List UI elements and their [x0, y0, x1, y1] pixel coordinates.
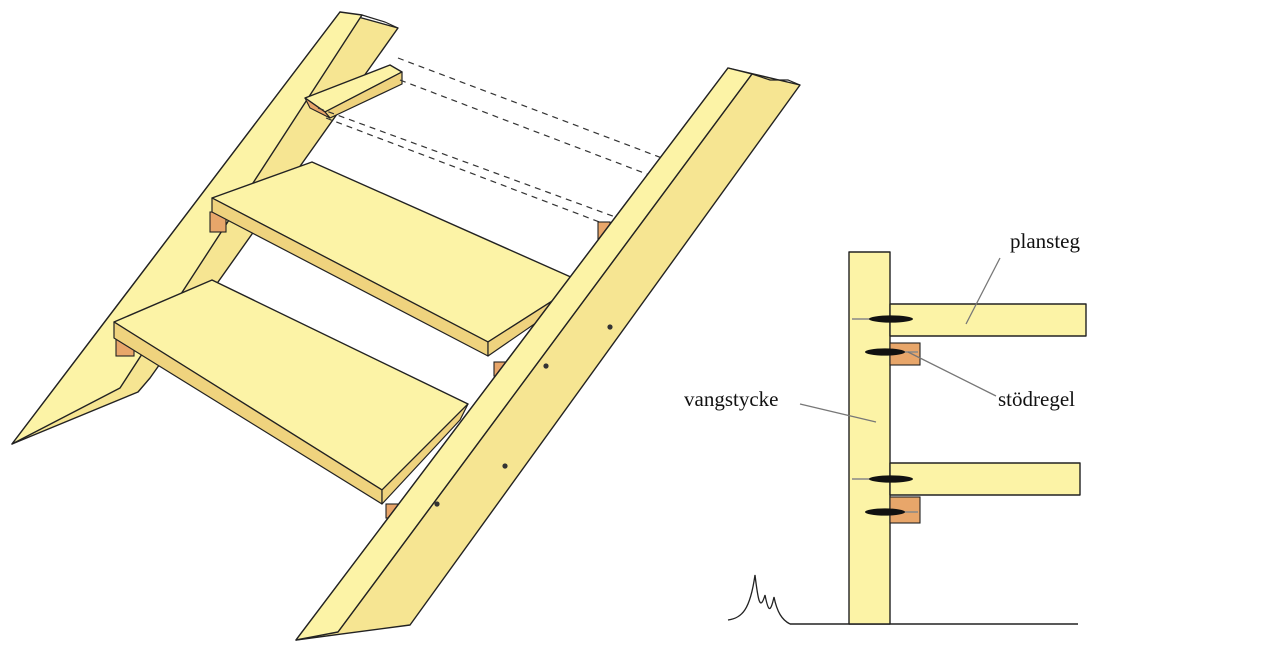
label-tread: plansteg — [1010, 229, 1080, 253]
grass-icon — [727, 574, 791, 625]
ghost-step-lines — [317, 57, 663, 227]
label-support-batten: stödregel — [998, 387, 1075, 411]
stair-3d-view — [11, 11, 801, 641]
label-stringer: vangstycke — [684, 387, 778, 411]
upper-tread-section — [889, 303, 1087, 337]
leader-tread — [965, 257, 1001, 325]
screw-icon — [865, 348, 905, 356]
right-stringer — [295, 67, 801, 641]
screws — [852, 315, 918, 516]
section-detail: plansteg stödregel vangstycke — [684, 229, 1087, 625]
upper-support-batten — [304, 64, 403, 119]
stringer-screw-hole — [543, 363, 549, 369]
leader-stringer — [799, 403, 877, 423]
left-stringer — [11, 11, 399, 445]
stringer-section — [848, 251, 891, 625]
screw-icon — [865, 508, 905, 516]
screw-icon — [869, 475, 913, 483]
stringer-screw-hole — [607, 324, 613, 330]
ground — [727, 574, 1078, 625]
lower-tread-section — [889, 462, 1081, 496]
stringer-screw-hole — [502, 463, 508, 469]
stringer-screw-hole — [434, 501, 440, 507]
leader-batten — [907, 351, 997, 397]
screw-icon — [869, 315, 913, 323]
